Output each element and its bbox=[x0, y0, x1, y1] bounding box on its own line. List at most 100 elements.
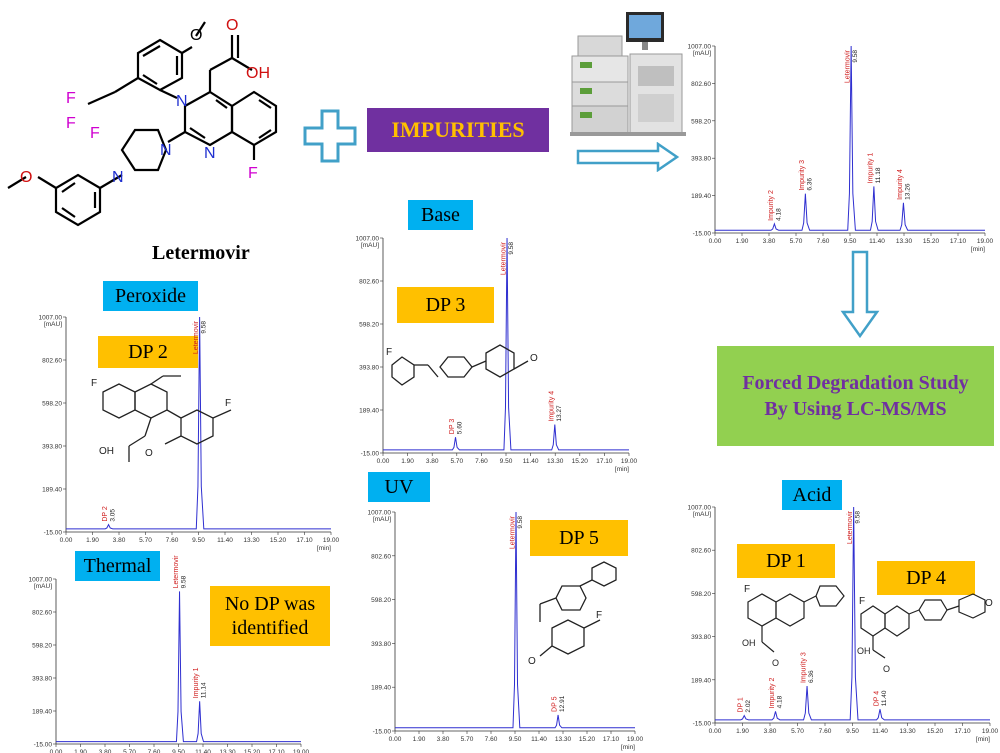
chromatogram-trace bbox=[56, 591, 301, 743]
y-tick-label: -15.00 bbox=[693, 721, 712, 728]
x-tick-label: 19.00 bbox=[627, 736, 644, 743]
y-unit-label: [mAU] bbox=[693, 511, 711, 518]
x-tick-label: 17.10 bbox=[950, 238, 967, 245]
fluorine-atom: F bbox=[744, 584, 750, 595]
peak-name-label: Letermovir bbox=[501, 241, 508, 275]
peak-name-label: Letermovir bbox=[847, 510, 854, 544]
uv-label: UV bbox=[368, 472, 430, 502]
y-tick-label: 189.40 bbox=[691, 677, 711, 684]
hydroxyl-label: OH bbox=[857, 646, 871, 656]
peak-name-label: Impurity 2 bbox=[768, 190, 775, 221]
y-tick-label: 598.20 bbox=[691, 591, 711, 598]
x-tick-label: 9.50 bbox=[172, 749, 185, 753]
plus-icon bbox=[303, 109, 357, 163]
no-dp-text: No DP was identified bbox=[224, 593, 316, 639]
x-tick-label: 7.60 bbox=[148, 749, 161, 753]
peak-rt-label: 13.27 bbox=[556, 405, 563, 422]
y-unit-label: [mAU] bbox=[34, 583, 52, 590]
peak-name-label: DP 4 bbox=[874, 691, 881, 707]
x-tick-label: 13.30 bbox=[555, 736, 572, 743]
fluorine-atom: F bbox=[248, 165, 258, 182]
fluorine-atom: F bbox=[859, 596, 865, 607]
x-tick-label: 19.00 bbox=[293, 749, 310, 753]
peak-name-label: DP 3 bbox=[449, 419, 456, 435]
peak-name-label: DP 5 bbox=[552, 696, 559, 712]
x-tick-label: 15.20 bbox=[244, 749, 261, 753]
fluorine-atom: F bbox=[596, 610, 602, 621]
y-tick-label: 189.40 bbox=[359, 408, 379, 415]
x-tick-label: 17.10 bbox=[296, 537, 313, 544]
x-unit-label: [min] bbox=[971, 246, 985, 253]
x-tick-label: 11.40 bbox=[531, 736, 547, 743]
dp3-label: DP 3 bbox=[397, 287, 494, 323]
no-dp-label: No DP was identified bbox=[210, 586, 330, 646]
peak-rt-label: 11.40 bbox=[881, 690, 888, 706]
hplc-instrument-image bbox=[570, 12, 686, 136]
y-tick-label: 802.60 bbox=[32, 610, 52, 617]
fluorine-atom: F bbox=[386, 347, 392, 358]
x-tick-label: 1.90 bbox=[736, 728, 749, 735]
x-tick-label: 3.80 bbox=[764, 728, 777, 735]
x-tick-label: 5.70 bbox=[123, 749, 136, 753]
y-tick-label: 393.80 bbox=[32, 676, 52, 683]
peak-rt-label: 6.36 bbox=[806, 178, 813, 191]
peak-rt-label: 9.58 bbox=[508, 242, 515, 255]
y-tick-label: 393.80 bbox=[691, 634, 711, 641]
dp4-structure: F OH O O bbox=[857, 593, 993, 674]
fluorine-atom: F bbox=[91, 378, 97, 389]
peak-rt-label: 12.91 bbox=[559, 695, 566, 712]
y-tick-label: 1007.00 bbox=[356, 236, 380, 243]
chromatogram-trace bbox=[66, 316, 331, 530]
y-tick-label: 393.80 bbox=[371, 641, 391, 648]
x-tick-label: 1.90 bbox=[74, 749, 87, 753]
nitrogen-atom: N bbox=[204, 145, 216, 162]
peak-rt-label: 4.18 bbox=[775, 208, 782, 221]
x-tick-label: 3.80 bbox=[99, 749, 112, 753]
y-tick-label: 189.40 bbox=[691, 193, 711, 200]
dp4-label: DP 4 bbox=[877, 561, 975, 595]
x-tick-label: 11.40 bbox=[195, 749, 211, 753]
fluorine-atom: F bbox=[66, 115, 76, 132]
x-tick-label: 0.00 bbox=[709, 728, 722, 735]
dp2-structure: F F OH O bbox=[91, 375, 232, 462]
forced-degradation-title: Forced Degradation Study By Using LC-MS/… bbox=[742, 372, 969, 420]
fluorine-atom: F bbox=[66, 90, 76, 107]
peak-name-label: Impurity 4 bbox=[897, 169, 904, 200]
y-tick-label: -15.00 bbox=[361, 451, 380, 458]
peak-name-label: Impurity 4 bbox=[548, 391, 555, 422]
base-label: Base bbox=[408, 200, 473, 230]
x-tick-label: 11.40 bbox=[872, 728, 888, 735]
peak-name-label: Letermovir bbox=[193, 320, 200, 354]
peak-rt-label: 6.36 bbox=[808, 670, 815, 683]
dp1-structure: F OH O bbox=[742, 584, 845, 668]
y-tick-label: 802.60 bbox=[359, 279, 379, 286]
oxygen-atom: O bbox=[20, 169, 32, 186]
x-tick-label: 0.00 bbox=[389, 736, 402, 743]
x-tick-label: 1.90 bbox=[736, 238, 749, 245]
y-tick-label: 393.80 bbox=[691, 156, 711, 163]
x-tick-label: 5.70 bbox=[461, 736, 474, 743]
x-tick-label: 7.60 bbox=[819, 728, 832, 735]
x-tick-label: 17.10 bbox=[954, 728, 971, 735]
x-unit-label: [min] bbox=[976, 736, 990, 743]
peak-rt-label: 9.58 bbox=[517, 516, 524, 529]
nitrogen-atom: N bbox=[176, 93, 188, 110]
x-tick-label: 19.00 bbox=[621, 458, 638, 465]
peak-rt-label: 13.26 bbox=[904, 183, 911, 200]
peak-rt-label: 5.60 bbox=[457, 421, 464, 434]
peak-name-label: Impurity 1 bbox=[867, 153, 874, 184]
oxygen-atom: O bbox=[530, 353, 538, 364]
fluorine-atom: F bbox=[225, 398, 231, 409]
hydroxyl-label: OH bbox=[246, 65, 270, 82]
y-unit-label: [mAU] bbox=[373, 516, 391, 523]
x-tick-label: 17.10 bbox=[268, 749, 285, 753]
peak-name-label: Impurity 3 bbox=[801, 652, 808, 683]
x-tick-label: 17.10 bbox=[596, 458, 613, 465]
x-tick-label: 7.60 bbox=[166, 537, 179, 544]
x-tick-label: 11.40 bbox=[217, 537, 233, 544]
compound-name: Letermovir bbox=[152, 242, 250, 264]
x-tick-label: 17.10 bbox=[603, 736, 620, 743]
x-unit-label: [min] bbox=[615, 466, 629, 473]
y-unit-label: [mAU] bbox=[361, 242, 379, 249]
